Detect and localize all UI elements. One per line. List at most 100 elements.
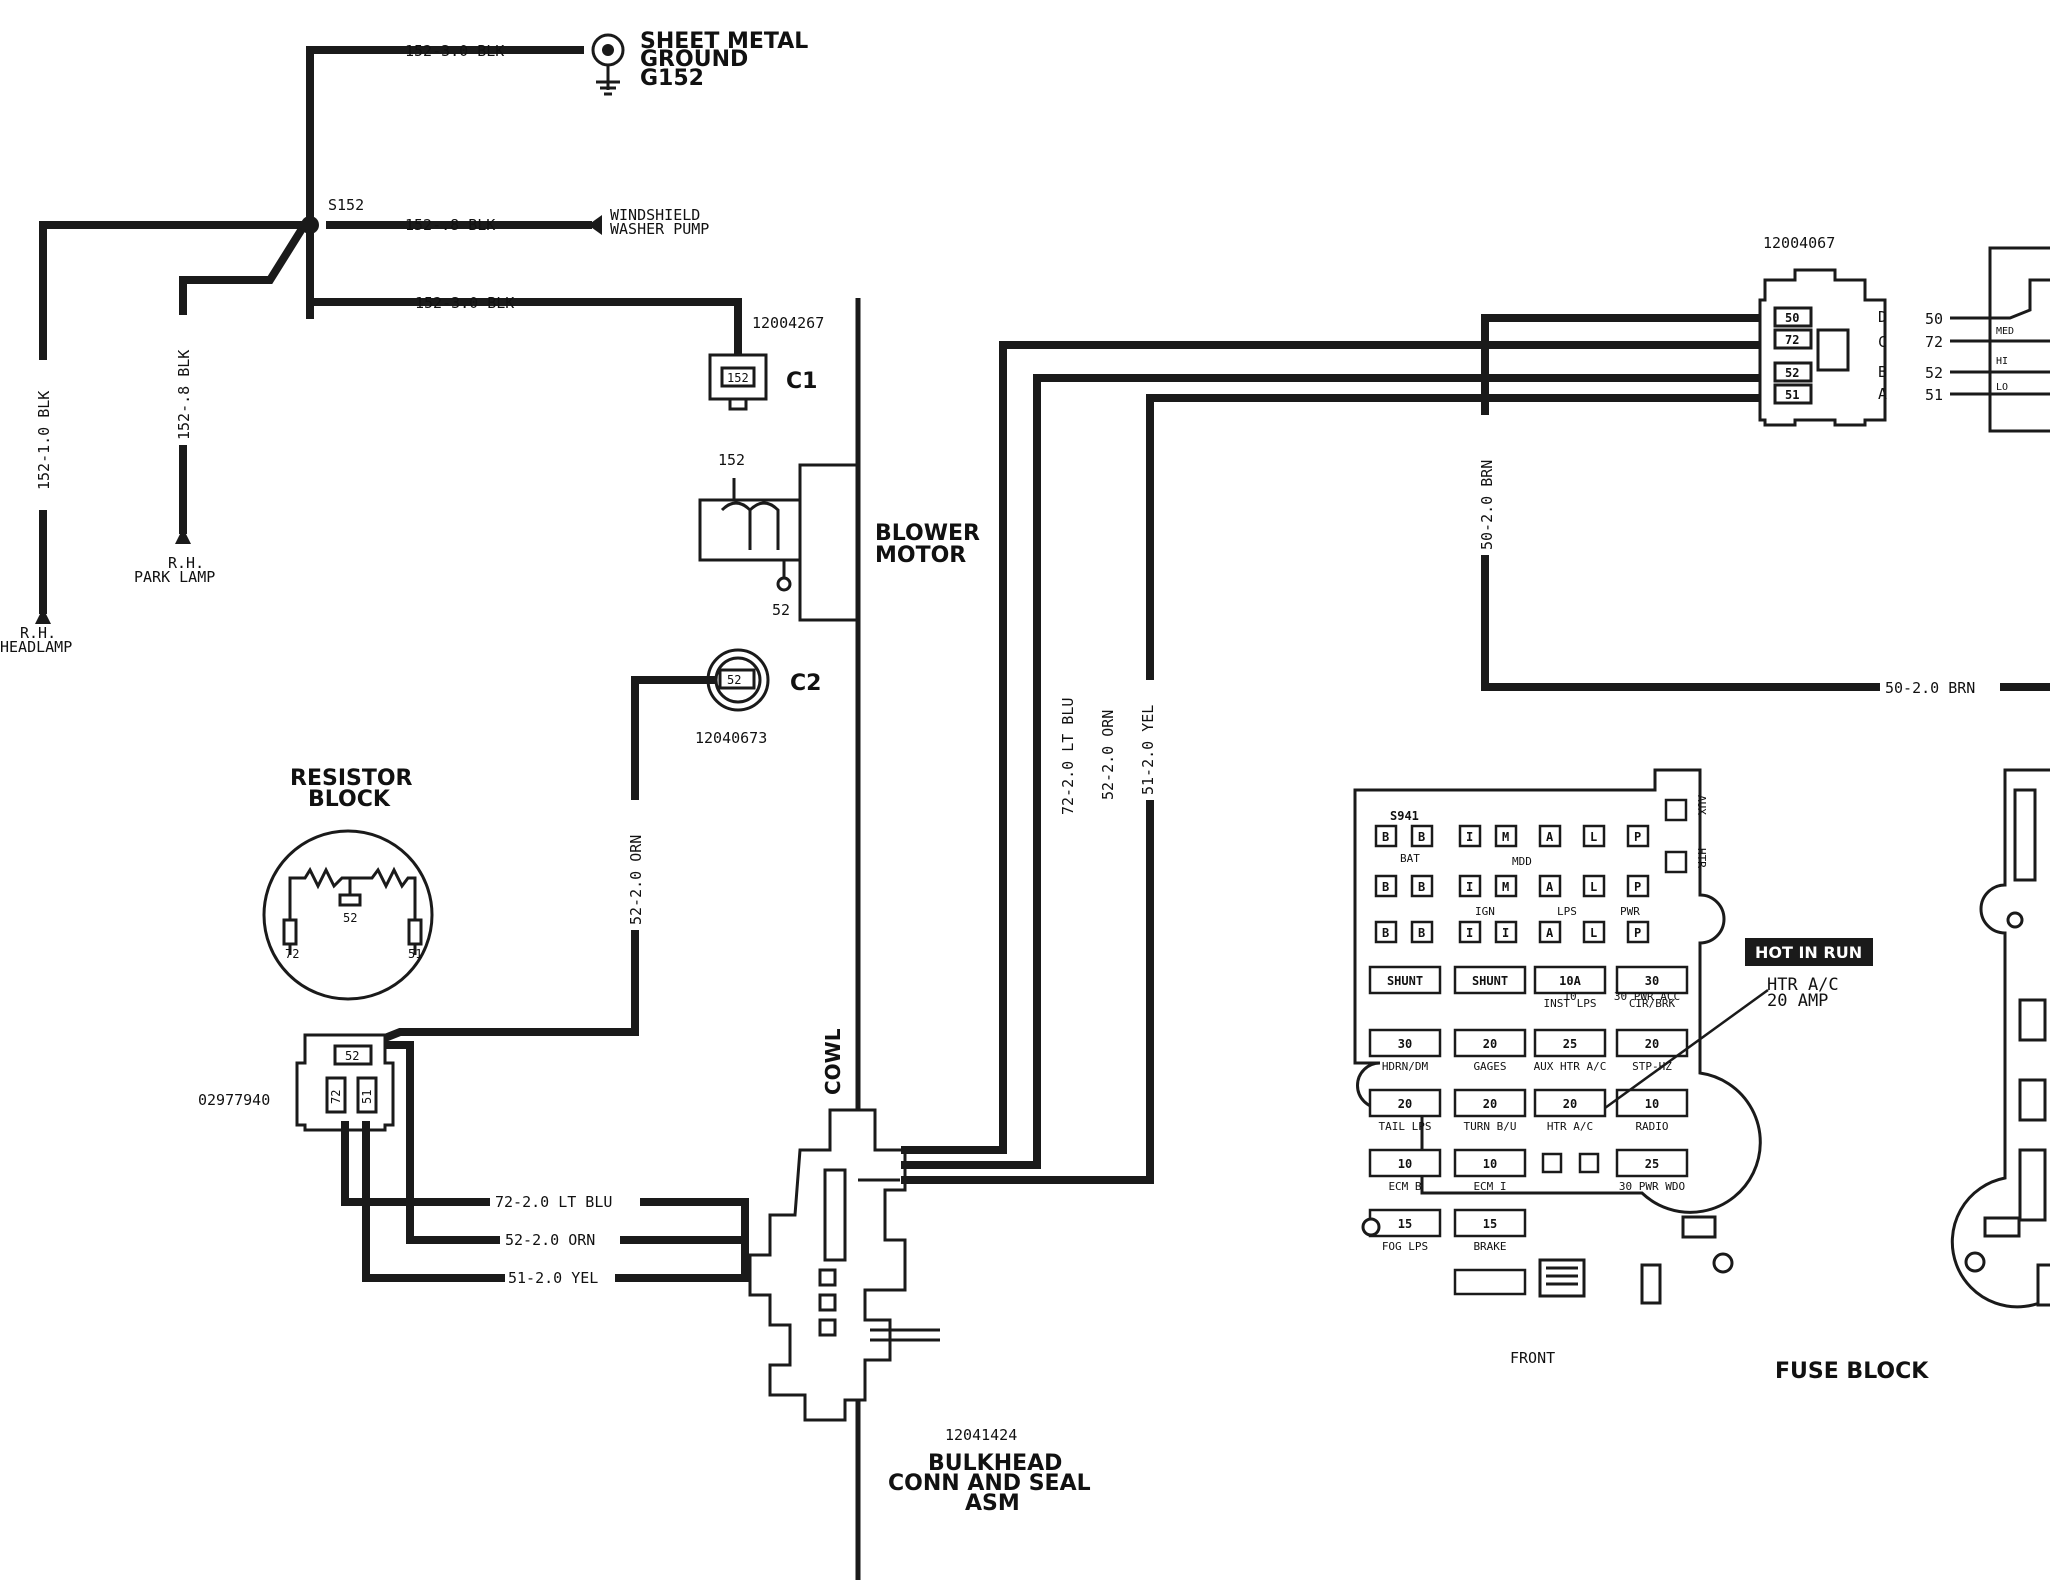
fuse-label: CIR/BRK <box>1629 997 1676 1010</box>
bulkhead-label-3: ASM <box>965 1491 1020 1516</box>
terminal-box <box>1538 920 1562 944</box>
terminal-label: M <box>1502 880 1509 894</box>
fuse-value: SHUNT <box>1472 974 1508 988</box>
c2-connector: 52 C2 12040673 <box>695 648 821 747</box>
bulkhead-part: 12041424 <box>945 1426 1017 1444</box>
fuse-label: BRAKE <box>1473 1240 1506 1253</box>
ground-label-1: SHEET METAL <box>640 29 808 54</box>
fuse <box>1533 965 1607 995</box>
switch-wire-1: 72 <box>1925 333 1943 351</box>
terminal-box <box>1582 874 1606 898</box>
switch-pin-3: 51 <box>1785 388 1799 402</box>
fuse <box>1615 965 1689 995</box>
terminal-box <box>1494 824 1518 848</box>
headlamp-label-1: R.H. <box>20 624 56 642</box>
c1-wire-label: 152-3.0 BLK <box>415 294 514 312</box>
fuse-block-rear <box>1950 768 2050 1309</box>
fuse-label: FOG LPS <box>1382 1240 1428 1253</box>
fuse <box>1453 1028 1527 1058</box>
resistor-conn-top: 52 <box>345 1049 359 1063</box>
fuse-label: TAIL LPS <box>1379 1120 1432 1133</box>
splice-section: S152 152-.8 BLK WINDSHIELD WASHER PUMP 1… <box>39 196 742 614</box>
speed-hi: HI <box>1996 356 2008 367</box>
yel-wire-label: 51-2.0 YEL <box>508 1269 598 1287</box>
park-wire-label: 152-.8 BLK <box>175 350 193 440</box>
terminal-label: B <box>1418 830 1425 844</box>
fuse-label: HDRN/DM <box>1382 1060 1429 1073</box>
splice-id: S152 <box>328 196 364 214</box>
switch-wire-3: 51 <box>1925 386 1943 404</box>
fuse-value: 30 <box>1645 974 1659 988</box>
terminal-box <box>1582 824 1606 848</box>
terminal-box <box>1458 920 1482 944</box>
fuse <box>1453 1148 1527 1178</box>
fuse-label: ECM B <box>1388 1180 1421 1193</box>
resistor-pin-mid: 52 <box>343 911 357 925</box>
terminal-label: M <box>1502 830 1509 844</box>
pwr-label: PWR <box>1620 905 1640 918</box>
brn-v-label: 50-2.0 BRN <box>1478 460 1496 550</box>
switch-wire-0: 50 <box>1925 310 1943 328</box>
terminal-box <box>1626 874 1650 898</box>
fuse <box>1368 965 1442 995</box>
bulkhead-label-2: CONN AND SEAL <box>888 1471 1091 1496</box>
fuse <box>1368 1088 1442 1118</box>
fuse <box>1368 1028 1442 1058</box>
fuse <box>1453 1208 1527 1238</box>
c1-name: C1 <box>786 369 817 394</box>
v-lt-blu-label: 72-2.0 LT BLU <box>1059 698 1077 815</box>
ground-label-2: GROUND <box>640 47 748 72</box>
terminal-label: A <box>1546 926 1554 940</box>
lps-label: LPS <box>1557 905 1577 918</box>
switch-pin-0: 50 <box>1785 311 1799 325</box>
fuse-value: 10 <box>1645 1097 1659 1111</box>
terminal-label: L <box>1590 880 1597 894</box>
callout-2: 20 AMP <box>1767 991 1828 1011</box>
blower-motor: 152 52 BLOWER MOTOR <box>698 451 980 622</box>
brn-h-label: 50-2.0 BRN <box>1885 679 1975 697</box>
fuse <box>1533 1028 1607 1058</box>
terminal-label: B <box>1418 880 1425 894</box>
fuse <box>1453 965 1527 995</box>
speed-med: MED <box>1996 326 2014 337</box>
terminal-box <box>1374 874 1398 898</box>
terminal-label: P <box>1634 880 1641 894</box>
terminal-label: I <box>1502 926 1509 940</box>
fuse-label: ECM I <box>1473 1180 1506 1193</box>
resistor-pin-left: 72 <box>285 947 299 961</box>
c1-pin: 152 <box>727 371 749 385</box>
headlamp-label-2: HEADLAMP <box>0 638 72 656</box>
terminal-label: P <box>1634 830 1641 844</box>
v-yel-label: 51-2.0 YEL <box>1139 705 1157 795</box>
fuse-value: SHUNT <box>1387 974 1423 988</box>
fuse-label: STP-HZ <box>1632 1060 1672 1073</box>
ign-label: IGN <box>1475 905 1495 918</box>
fuse-block-front: FRONT <box>1510 1349 1555 1367</box>
fuse-value: 15 <box>1483 1217 1497 1231</box>
fuse-value: 20 <box>1563 1097 1577 1111</box>
fuse-label: GAGES <box>1473 1060 1506 1073</box>
relay-slot <box>1578 1152 1600 1174</box>
fuse <box>1615 1088 1689 1118</box>
c2-name: C2 <box>790 671 821 696</box>
fuse-sub-label: 30 PWR ACC <box>1614 990 1680 1003</box>
fuse-value: 10 <box>1483 1157 1497 1171</box>
terminal-label: B <box>1382 830 1389 844</box>
terminal-label: A <box>1546 880 1554 894</box>
terminal-box <box>1374 920 1398 944</box>
fuse-label: INST LPS <box>1544 997 1597 1010</box>
fuse-value: 25 <box>1563 1037 1577 1051</box>
terminal-box <box>1410 874 1434 898</box>
fuse-sub-label: 10 <box>1563 990 1576 1003</box>
fuse <box>1368 1148 1442 1178</box>
fuse-label: AUX HTR A/C <box>1534 1060 1607 1073</box>
switch-letter-0: D <box>1878 308 1887 326</box>
resistor-conn-right: 51 <box>360 1090 374 1104</box>
switch-letter-2: B <box>1878 363 1887 381</box>
park-lamp-icon <box>175 528 191 544</box>
v-orn-label: 52-2.0 ORN <box>1099 710 1117 800</box>
orn-vertical-label: 52-2.0 ORN <box>627 835 645 925</box>
ground-label-3: G152 <box>640 66 704 91</box>
